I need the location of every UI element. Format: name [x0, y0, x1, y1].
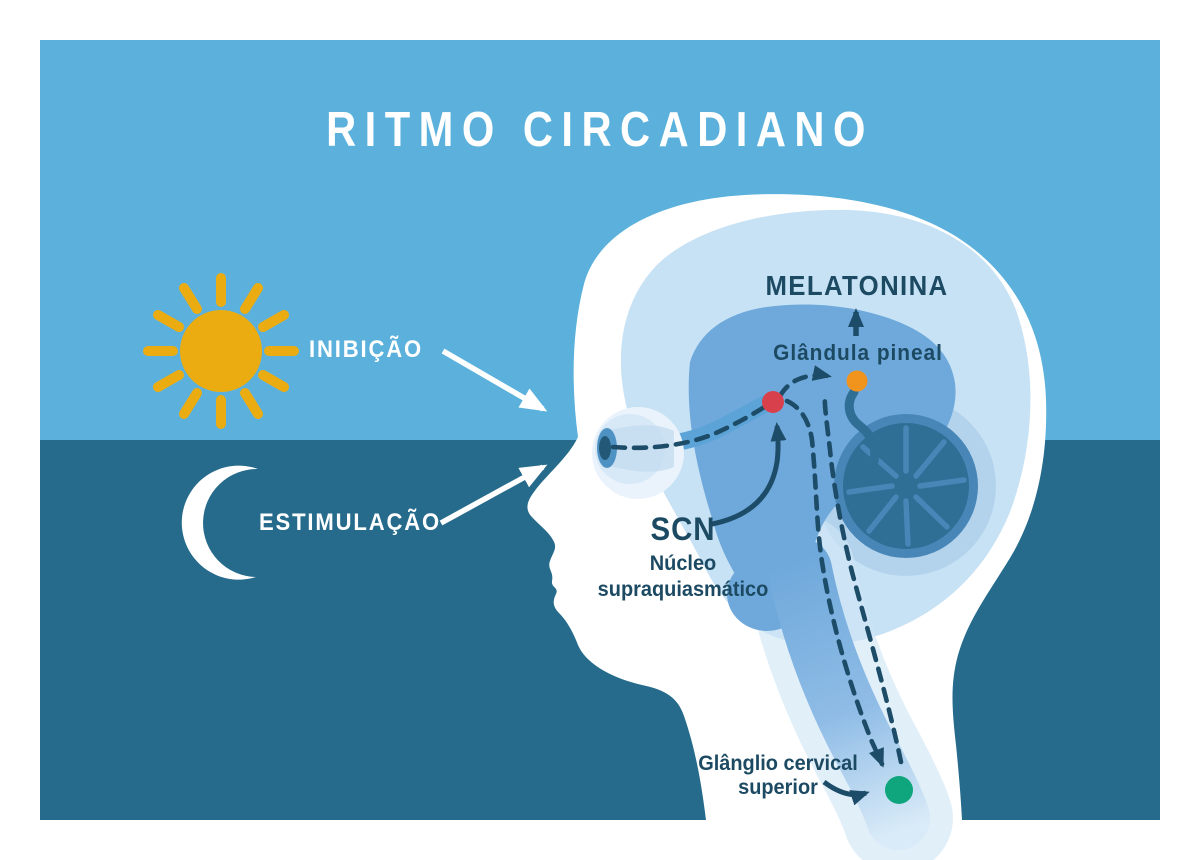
scn-dot: [762, 391, 784, 413]
page-title: RITMO CIRCADIANO: [326, 102, 874, 157]
eye: [592, 407, 684, 499]
pupil: [599, 436, 611, 460]
cerebellum: [834, 414, 978, 558]
stimulation-arrow: [439, 464, 548, 526]
sun-icon: [143, 273, 299, 429]
melatonin-label: MELATONINA: [765, 270, 948, 301]
pineal-stalk: [844, 387, 880, 466]
stimulation-label: ESTIMULAÇÃO: [259, 507, 441, 535]
ganglion-label-line1: Glânglio cervical: [698, 752, 858, 776]
ganglion-label-line2: superior: [738, 776, 818, 800]
ganglion-pointer-arrow: [822, 779, 870, 806]
inhibition-arrow: [441, 348, 548, 412]
retina-to-scn-path: [610, 403, 769, 451]
ganglion-dot: [885, 776, 913, 804]
pineal-dot: [846, 370, 868, 392]
scn-label: SCN: [651, 511, 716, 547]
scn-to-pineal-path: [777, 365, 832, 399]
scn-sublabel-line1: Núcleo: [650, 552, 716, 576]
brain-inner: [688, 304, 956, 614]
scn-sublabel-line2: supraquiasmático: [598, 578, 769, 602]
inhibition-label: INIBIÇÃO: [309, 334, 423, 362]
descending-path: [784, 398, 885, 768]
ascending-path: [822, 392, 904, 765]
pineal-label: Glândula pineal: [773, 341, 943, 366]
scn-pointer-arrow: [711, 422, 787, 527]
moon-icon: [181, 465, 258, 580]
